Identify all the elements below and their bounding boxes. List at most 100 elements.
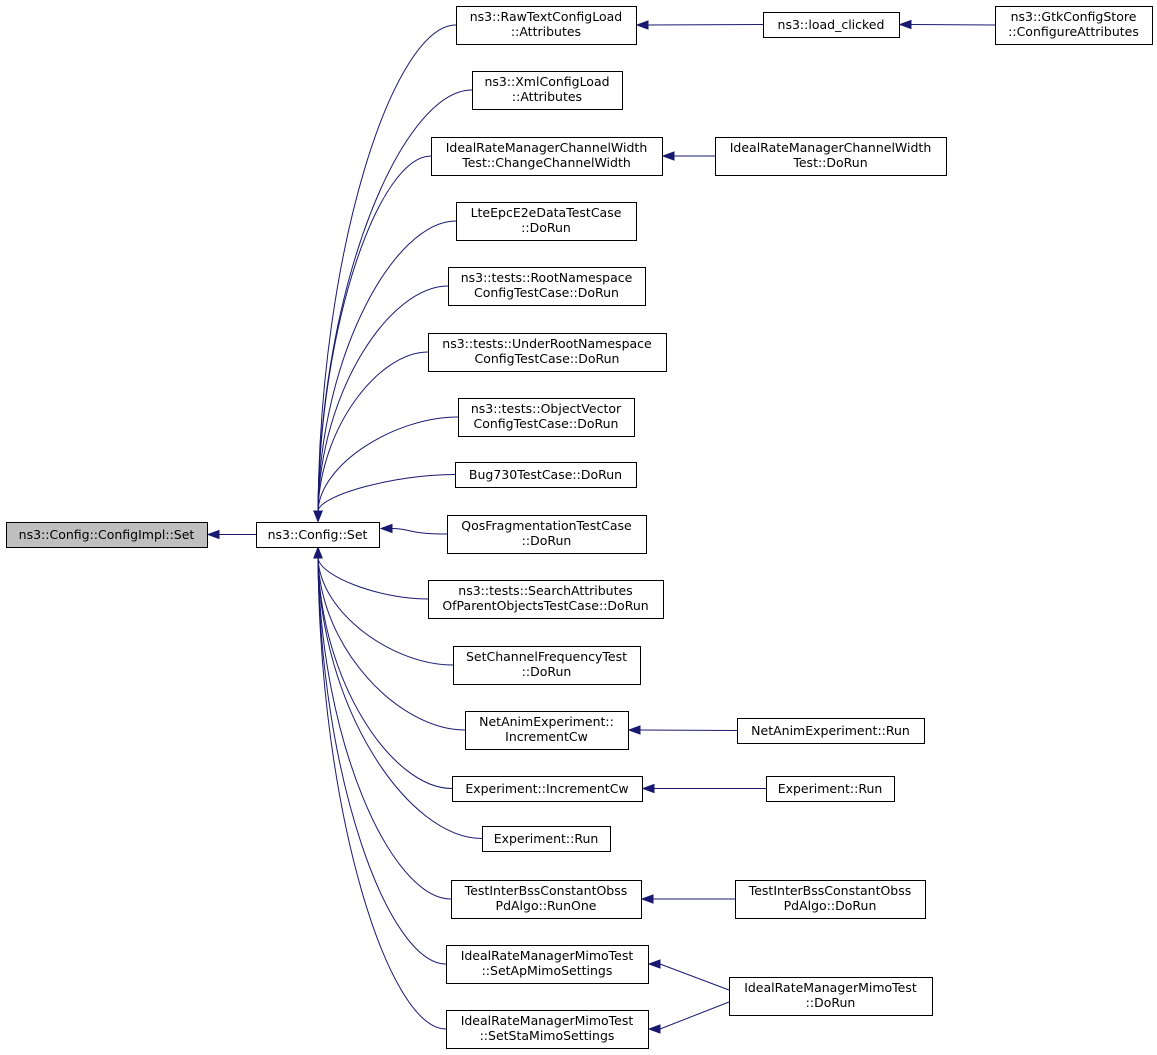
node-label: Test::ChangeChannelWidth [461, 155, 631, 170]
edge-mimo-dorun-to-mimo-sta [647, 1001, 730, 1034]
edge-ideal-cw-dorun-to-ideal-cw-change [661, 151, 715, 161]
edge-under-root-dorun-to-config-set [313, 351, 429, 523]
node-label: ConfigTestCase::DoRun [474, 416, 619, 431]
edge-config-set-to-configimpl-set [206, 529, 256, 540]
edge-netanim-inccw-to-config-set [313, 546, 466, 731]
node-ideal-cw-change[interactable]: IdealRateManagerChannelWidthTest::Change… [431, 137, 663, 176]
edge-line [317, 557, 429, 600]
node-label: IdealRateManagerChannelWidth [446, 140, 648, 155]
node-mimo-dorun[interactable]: IdealRateManagerMimoTest::DoRun [729, 977, 933, 1016]
edge-line [659, 1001, 730, 1030]
node-label: IncrementCw [505, 729, 588, 744]
node-label: NetAnimExperiment:: [479, 714, 614, 729]
node-label: ns3::Config::Set [268, 527, 368, 542]
node-label: ::ConfigureAttributes [1008, 24, 1139, 39]
node-search-attr-dorun[interactable]: ns3::tests::SearchAttributesOfParentObje… [428, 580, 664, 619]
edges-layer [206, 19, 996, 1034]
node-exp-inccw[interactable]: Experiment::IncrementCw [452, 776, 643, 802]
edge-line [659, 963, 730, 991]
node-box [6, 522, 208, 548]
node-netanim-run[interactable]: NetAnimExperiment::Run [737, 718, 925, 744]
node-box [482, 826, 611, 852]
node-label: Test::DoRun [792, 155, 867, 170]
edge-mimo-dorun-to-mimo-ap [647, 959, 730, 991]
edge-arrowhead [640, 894, 654, 904]
node-box [766, 776, 895, 802]
node-under-root-dorun[interactable]: ns3::tests::UnderRootNamespaceConfigTest… [428, 333, 667, 372]
node-qos-dorun[interactable]: QosFragmentationTestCase::DoRun [447, 515, 647, 554]
edge-arrowhead [627, 725, 641, 735]
node-label: ConfigTestCase::DoRun [474, 285, 619, 300]
node-load-clicked[interactable]: ns3::load_clicked [763, 12, 900, 38]
edge-line [317, 557, 447, 965]
node-label: ns3::tests::ObjectVector [471, 401, 622, 416]
node-box [456, 6, 637, 45]
node-xml-attr[interactable]: ns3::XmlConfigLoad::Attributes [472, 71, 623, 110]
node-box [763, 12, 900, 38]
node-box [995, 6, 1153, 45]
node-configimpl-set[interactable]: ns3::Config::ConfigImpl::Set [6, 522, 208, 548]
node-label: ConfigTestCase::DoRun [475, 351, 620, 366]
node-label: ::DoRun [522, 533, 572, 548]
node-label: ns3::Config::ConfigImpl::Set [19, 527, 195, 542]
node-box [458, 398, 635, 437]
node-label: Experiment::Run [778, 781, 883, 796]
node-label: ::DoRun [806, 995, 856, 1010]
node-label: ::SetApMimoSettings [482, 963, 613, 978]
node-root-ns-dorun[interactable]: ns3::tests::RootNamespaceConfigTestCase:… [448, 267, 646, 306]
node-box [456, 202, 637, 241]
node-label: ::Attributes [512, 89, 582, 104]
node-label: SetChannelFrequencyTest [466, 649, 627, 664]
node-label: OfParentObjectsTestCase::DoRun [442, 598, 648, 613]
edge-arrowhead [635, 20, 649, 30]
node-label: Experiment::Run [494, 831, 599, 846]
node-label: ::DoRun [522, 664, 572, 679]
node-label: LteEpcE2eDataTestCase [471, 205, 622, 220]
edge-arrowhead [898, 19, 912, 30]
node-label: NetAnimExperiment::Run [751, 723, 910, 738]
edge-gtk-configure-to-load-clicked [898, 19, 996, 30]
node-label: TestInterBssConstantObss [748, 883, 912, 898]
edge-line [317, 474, 456, 512]
node-exp-run[interactable]: Experiment::Run [482, 826, 611, 852]
edge-line [647, 24, 764, 26]
edge-line [317, 155, 432, 512]
node-box [453, 646, 641, 685]
node-label: ns3::GtkConfigStore [1011, 9, 1137, 24]
node-config-set[interactable]: ns3::Config::Set [256, 522, 380, 548]
edge-arrowhead [647, 959, 661, 969]
edge-line [910, 24, 996, 26]
node-box [452, 776, 643, 802]
edge-arrowhead [379, 523, 393, 534]
node-bug730-dorun[interactable]: Bug730TestCase::DoRun [455, 462, 637, 488]
edge-qos-dorun-to-config-set [379, 523, 448, 535]
edge-bug730-dorun-to-config-set [313, 474, 456, 523]
node-label: Bug730TestCase::DoRun [469, 467, 622, 482]
node-box [451, 880, 642, 919]
node-rawtext-attr[interactable]: ns3::RawTextConfigLoad::Attributes [456, 6, 637, 45]
edge-exp-run-right-to-exp-inccw [641, 783, 766, 794]
node-mimo-ap[interactable]: IdealRateManagerMimoTest::SetApMimoSetti… [446, 945, 649, 984]
node-label: ns3::XmlConfigLoad [484, 74, 609, 89]
edge-line [317, 557, 453, 789]
edge-line [317, 285, 449, 512]
node-gtk-configure[interactable]: ns3::GtkConfigStore::ConfigureAttributes [995, 6, 1153, 45]
edge-arrowhead [206, 529, 220, 540]
node-netanim-inccw[interactable]: NetAnimExperiment::IncrementCw [465, 711, 629, 750]
node-mimo-sta[interactable]: IdealRateManagerMimoTest::SetStaMimoSett… [446, 1010, 649, 1049]
node-objvector-dorun[interactable]: ns3::tests::ObjectVectorConfigTestCase::… [458, 398, 635, 437]
node-label: Experiment::IncrementCw [465, 781, 628, 796]
node-setchanfreq-dorun[interactable]: SetChannelFrequencyTest::DoRun [453, 646, 641, 685]
node-box [256, 522, 380, 548]
node-box [455, 462, 637, 488]
node-box [431, 137, 663, 176]
edge-line [317, 416, 459, 512]
node-lte-dorun[interactable]: LteEpcE2eDataTestCase::DoRun [456, 202, 637, 241]
node-label: PdAlgo::DoRun [784, 898, 877, 913]
edge-line [639, 729, 738, 731]
node-exp-run-right[interactable]: Experiment::Run [766, 776, 895, 802]
